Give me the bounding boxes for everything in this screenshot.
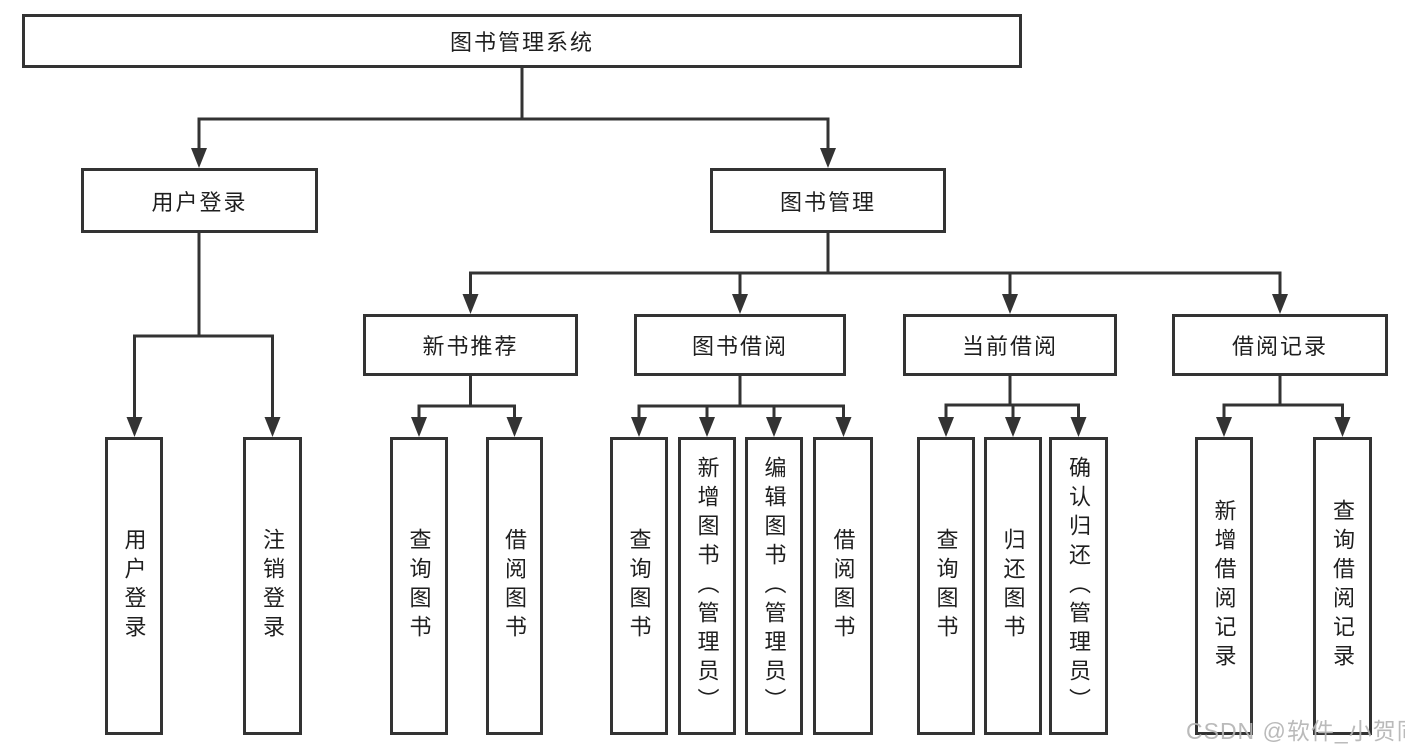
node-leaf-logout: 注销登录 xyxy=(243,437,302,735)
arrowhead-icon xyxy=(1334,417,1351,437)
node-label: 查询图书 xyxy=(406,528,432,644)
node-leaf-query-books-borrow: 查询图书 xyxy=(610,437,668,735)
node-label: 注销登录 xyxy=(260,528,286,644)
node-label: 查询图书 xyxy=(933,528,959,644)
arrowhead-icon xyxy=(835,417,852,437)
node-library-management-system: 图书管理系统 xyxy=(22,14,1022,68)
node-leaf-user-login: 用户登录 xyxy=(105,437,163,735)
csdn-watermark: CSDN @软件_小贺同学 xyxy=(1186,718,1405,744)
arrowhead-icon xyxy=(411,417,427,437)
arrowhead-icon xyxy=(1002,294,1018,314)
arrowhead-icon xyxy=(506,417,523,437)
connector-current-borrow-to-leaves xyxy=(938,376,1087,437)
arrowhead-icon xyxy=(1216,417,1232,437)
connector-user-login-to-leaves xyxy=(126,233,281,437)
arrowhead-icon xyxy=(1005,417,1021,437)
node-label: 新增图书（管理员） xyxy=(694,455,720,717)
node-current-borrow: 当前借阅 xyxy=(903,314,1117,376)
node-book-borrow: 图书借阅 xyxy=(634,314,846,376)
node-label: 查询图书 xyxy=(626,528,652,644)
connector-new-book-rec-to-leaves xyxy=(411,376,523,437)
arrowhead-icon xyxy=(1272,294,1288,314)
connector-borrow-record-to-leaves xyxy=(1216,376,1351,437)
arrowhead-icon xyxy=(732,294,748,314)
node-leaf-query-books-rec: 查询图书 xyxy=(390,437,448,735)
node-leaf-return-books: 归还图书 xyxy=(984,437,1042,735)
node-leaf-borrow-books: 借阅图书 xyxy=(813,437,873,735)
node-leaf-query-books-current: 查询图书 xyxy=(917,437,975,735)
arrowhead-icon xyxy=(820,148,836,168)
arrowhead-icon xyxy=(264,417,281,437)
node-label: 借阅图书 xyxy=(502,528,528,644)
node-leaf-edit-books-admin: 编辑图书（管理员） xyxy=(745,437,803,735)
node-user-login: 用户登录 xyxy=(81,168,318,233)
node-new-book-recommend: 新书推荐 xyxy=(363,314,578,376)
arrowhead-icon xyxy=(462,294,479,314)
arrowhead-icon xyxy=(1070,417,1087,437)
connector-book-management-to-level3 xyxy=(462,233,1288,314)
node-label: 用户登录 xyxy=(121,528,147,644)
node-label: 编辑图书（管理员） xyxy=(761,455,787,717)
node-leaf-add-borrow-record: 新增借阅记录 xyxy=(1195,437,1253,735)
node-label: 归还图书 xyxy=(1000,528,1026,644)
node-label: 新增借阅记录 xyxy=(1211,499,1237,673)
connector-book-borrow-to-leaves xyxy=(631,376,852,437)
arrowhead-icon xyxy=(938,417,954,437)
arrowhead-icon xyxy=(699,417,715,437)
node-book-management: 图书管理 xyxy=(710,168,946,233)
node-borrow-record: 借阅记录 xyxy=(1172,314,1388,376)
node-leaf-add-books-admin: 新增图书（管理员） xyxy=(678,437,736,735)
arrowhead-icon xyxy=(766,417,782,437)
node-label: 借阅图书 xyxy=(830,528,856,644)
node-label: 查询借阅记录 xyxy=(1330,499,1356,673)
arrowhead-icon xyxy=(126,417,143,437)
node-leaf-confirm-return-admin: 确认归还（管理员） xyxy=(1049,437,1108,735)
node-label: 确认归还（管理员） xyxy=(1066,455,1092,717)
arrowhead-icon xyxy=(631,417,647,437)
connector-root-to-level2 xyxy=(191,68,836,168)
node-leaf-borrow-books-rec: 借阅图书 xyxy=(486,437,543,735)
arrowhead-icon xyxy=(191,148,207,168)
node-leaf-query-borrow-record: 查询借阅记录 xyxy=(1313,437,1372,735)
